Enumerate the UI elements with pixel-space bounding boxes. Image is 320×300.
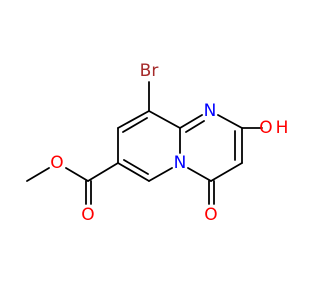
- bond-ester-c-o-ether: [65, 167, 89, 182]
- ring-nitrogen-label: N: [204, 101, 217, 121]
- bond-c7-c6: [117, 162, 150, 182]
- bond-c7-ester-c: [87, 162, 119, 182]
- bond-c9-c8-inner: [122, 117, 148, 133]
- bond-c6-n5: [148, 167, 173, 182]
- bromine-atom-label: Br: [140, 61, 159, 81]
- bond-layer: [26, 81, 263, 205]
- bond-c3-c4: [210, 162, 243, 182]
- atom-label-layer: Br N N O H O O O: [50, 61, 288, 225]
- bond-n1-c2: [217, 114, 243, 129]
- bond-c4-n5: [187, 167, 212, 182]
- hydroxyl-oxygen-label: O: [259, 118, 272, 138]
- bridgehead-nitrogen-label: N: [174, 153, 187, 173]
- bond-c9-c8a: [148, 110, 181, 129]
- bond-c8a-n1-inner: [185, 120, 205, 133]
- hydroxyl-hydrogen-label: H: [276, 118, 289, 138]
- bond-c7-c6-inner: [123, 159, 149, 175]
- chemical-structure-diagram: Br N N O H O O O: [26, 61, 288, 225]
- bond-o-methyl: [26, 167, 50, 182]
- bond-c9-c8: [117, 110, 150, 129]
- ester-ether-oxygen-label: O: [50, 153, 63, 173]
- ester-carbonyl-oxygen-label: O: [81, 205, 94, 225]
- bond-c8a-n1: [179, 114, 203, 129]
- ketone-oxygen-label: O: [204, 205, 217, 225]
